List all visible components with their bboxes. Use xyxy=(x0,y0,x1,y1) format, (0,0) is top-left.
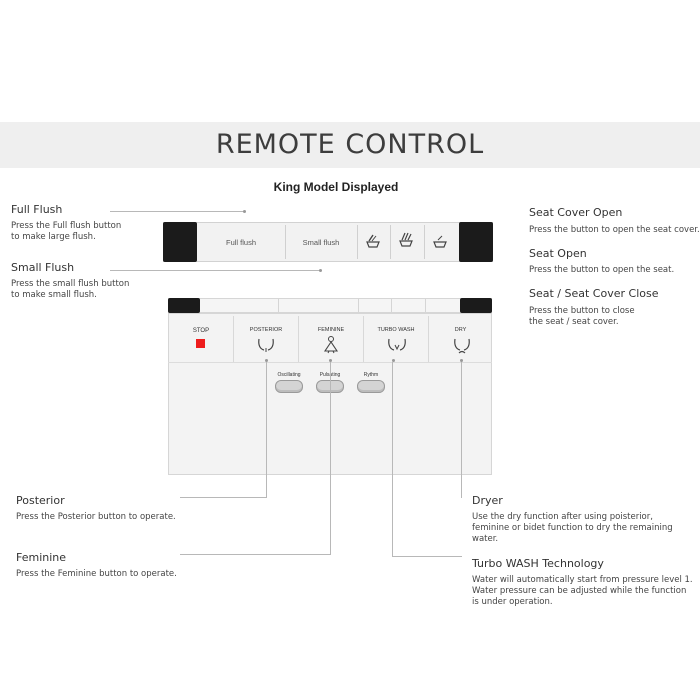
small-flush-leader-dot xyxy=(319,269,322,272)
divider xyxy=(428,316,429,362)
dryer-desc: Use the dry function after using poister… xyxy=(472,512,673,544)
posterior-leader-dot xyxy=(265,359,268,362)
feminine-icon[interactable] xyxy=(322,335,340,355)
divider xyxy=(363,316,364,362)
small-flush-leader-line xyxy=(110,270,320,271)
flush-remote-left-cap xyxy=(163,222,197,262)
divider xyxy=(390,225,391,259)
feminine-leader-line xyxy=(330,362,331,555)
dry-icon[interactable] xyxy=(452,337,472,355)
small-flush-title: Small Flush xyxy=(11,261,75,274)
seat-close-icon[interactable] xyxy=(432,233,448,249)
rhythm-button[interactable] xyxy=(357,380,385,393)
posterior-desc: Press the Posterior button to operate. xyxy=(16,512,176,522)
posterior-label: POSTERIOR xyxy=(249,327,283,333)
turbo-wash-icon[interactable] xyxy=(386,337,408,353)
posterior-leader-line-h xyxy=(180,497,267,498)
seat-cover-open-icon[interactable] xyxy=(365,233,381,249)
turbo-wash-desc: Water will automatically start from pres… xyxy=(472,575,693,607)
full-flush-title: Full Flush xyxy=(11,203,63,216)
full-flush-leader-dot xyxy=(243,210,246,213)
divider xyxy=(425,299,426,312)
divider xyxy=(285,225,286,259)
oscillating-label: Oscillating xyxy=(277,372,301,378)
feminine-leader-line-h xyxy=(180,554,331,555)
oscillating-button[interactable] xyxy=(275,380,303,393)
dryer-leader-line xyxy=(461,362,462,498)
bidet-remote-left-cap xyxy=(168,298,200,313)
feminine-label: FEMININE xyxy=(317,327,345,333)
seat-close-desc: Press the button to close the seat / sea… xyxy=(529,306,635,327)
full-flush-leader-line xyxy=(110,211,244,212)
seat-cover-open-desc: Press the button to open the seat cover. xyxy=(529,225,700,235)
stop-label: STOP xyxy=(192,328,210,334)
small-flush-desc: Press the small flush button to make sma… xyxy=(11,279,130,300)
posterior-icon[interactable] xyxy=(256,337,276,353)
turbo-wash-leader-dot xyxy=(392,359,395,362)
divider xyxy=(233,316,234,362)
feminine-desc: Press the Feminine button to operate. xyxy=(16,569,177,579)
small-flush-button[interactable]: Small flush xyxy=(302,238,340,247)
seat-open-icon[interactable] xyxy=(398,232,414,248)
stop-button[interactable] xyxy=(196,339,205,348)
dry-label: DRY xyxy=(454,327,467,333)
bidet-remote-top-edge xyxy=(168,298,492,313)
divider xyxy=(358,299,359,312)
dryer-title: Dryer xyxy=(472,494,503,507)
divider xyxy=(278,299,279,312)
page-subtitle: King Model Displayed xyxy=(273,180,399,194)
flush-remote-right-cap xyxy=(459,222,493,262)
full-flush-desc: Press the Full flush button to make larg… xyxy=(11,221,122,242)
page-title: REMOTE CONTROL xyxy=(215,129,485,160)
seat-close-title: Seat / Seat Cover Close xyxy=(529,287,659,300)
turbo-wash-label: TURBO WASH xyxy=(377,327,415,333)
seat-cover-open-title: Seat Cover Open xyxy=(529,206,623,219)
turbo-leader-line-h xyxy=(392,556,462,557)
feminine-title: Feminine xyxy=(16,551,67,564)
rhythm-label: Rythm xyxy=(363,372,379,378)
divider xyxy=(424,225,425,259)
divider xyxy=(391,299,392,312)
posterior-title: Posterior xyxy=(16,494,65,507)
divider xyxy=(298,316,299,362)
title-banner xyxy=(0,122,700,168)
dry-leader-dot xyxy=(460,359,463,362)
bidet-remote-right-cap xyxy=(460,298,492,313)
posterior-leader-line xyxy=(266,362,267,498)
pulsating-label: Pulsating xyxy=(310,372,350,378)
turbo-wash-title: Turbo WASH Technology xyxy=(472,557,604,570)
seat-open-title: Seat Open xyxy=(529,247,587,260)
feminine-leader-dot xyxy=(329,359,332,362)
full-flush-button[interactable]: Full flush xyxy=(225,238,256,247)
turbo-leader-line xyxy=(392,362,393,557)
divider xyxy=(357,225,358,259)
seat-open-desc: Press the button to open the seat. xyxy=(529,265,675,275)
